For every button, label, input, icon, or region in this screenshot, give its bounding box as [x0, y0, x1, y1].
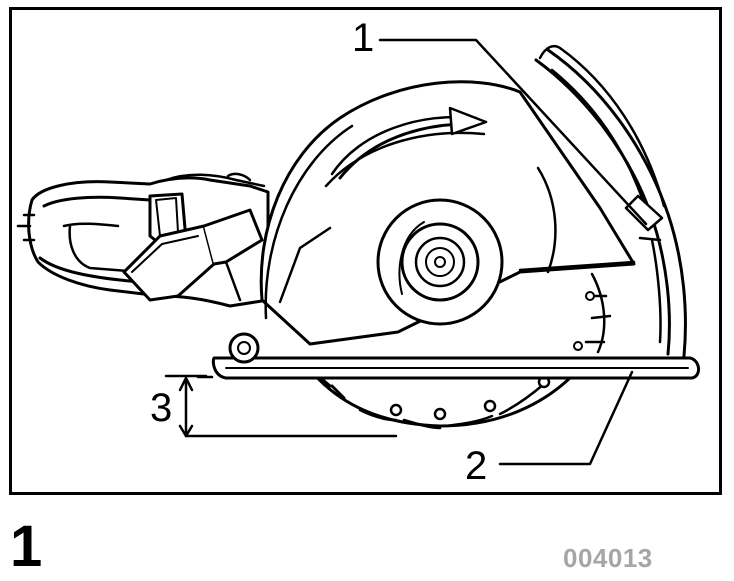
- figure-code: 004013: [563, 543, 653, 573]
- dimension-arrow-down: [178, 424, 194, 438]
- leader-lines: [164, 38, 648, 466]
- motor-handle: [16, 172, 270, 308]
- figure-number: 1: [10, 514, 43, 579]
- leader-line-2: [498, 370, 634, 466]
- callout-3: 3: [150, 386, 173, 430]
- base-plate: [211, 332, 700, 380]
- callout-1: 1: [352, 16, 375, 60]
- blade-flange: [376, 198, 504, 326]
- diamond-wheel: [310, 272, 612, 430]
- depth-guide: [534, 44, 687, 358]
- callout-2: 2: [465, 444, 488, 488]
- dimension-arrow-up: [178, 376, 194, 392]
- leader-line-1: [378, 38, 648, 226]
